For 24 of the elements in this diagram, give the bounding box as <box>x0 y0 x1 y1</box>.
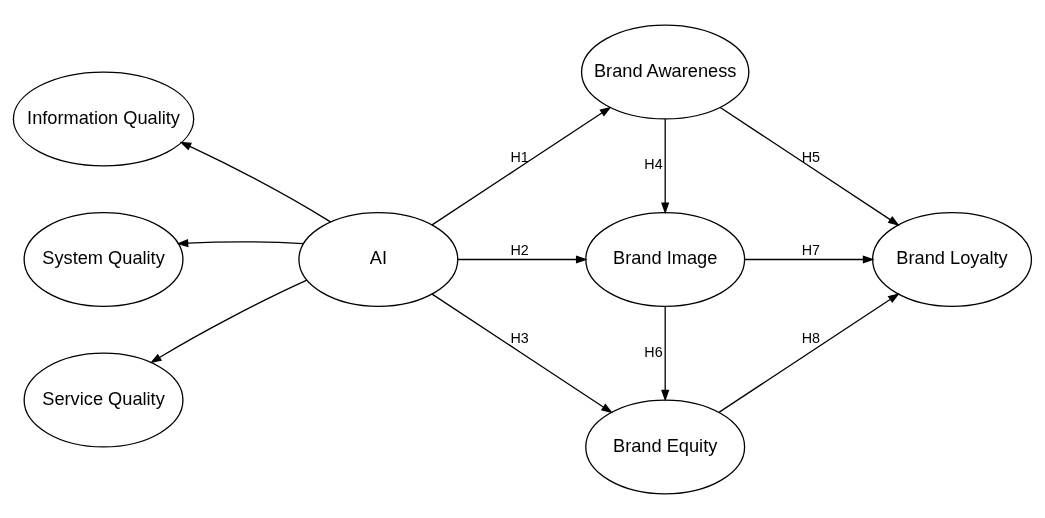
node-ellipse: AI <box>298 211 459 307</box>
arrow <box>744 254 875 264</box>
edge-label: H5 <box>801 148 820 165</box>
edge-label: H6 <box>644 343 663 360</box>
arrow <box>457 254 588 264</box>
node-ellipse: Brand Image <box>585 211 746 307</box>
arrow <box>149 279 308 363</box>
edge-label: H3 <box>510 329 529 346</box>
arrow <box>661 117 670 214</box>
arrow <box>431 292 613 413</box>
edge-label: H7 <box>801 241 820 258</box>
arrow <box>179 141 332 222</box>
arrow <box>719 106 900 226</box>
arrow <box>176 238 304 247</box>
node-ellipse: Brand Equity <box>585 398 746 494</box>
arrow <box>661 305 670 402</box>
edge-label: H8 <box>801 329 820 346</box>
node-ellipse: System Quality <box>23 211 184 307</box>
arrow <box>718 292 900 413</box>
node-ellipse: Brand Loyalty <box>872 211 1033 307</box>
edge-label: H1 <box>510 148 529 165</box>
arrow <box>431 106 612 226</box>
edge-label: H4 <box>644 155 663 172</box>
edge-label: H2 <box>510 241 529 258</box>
